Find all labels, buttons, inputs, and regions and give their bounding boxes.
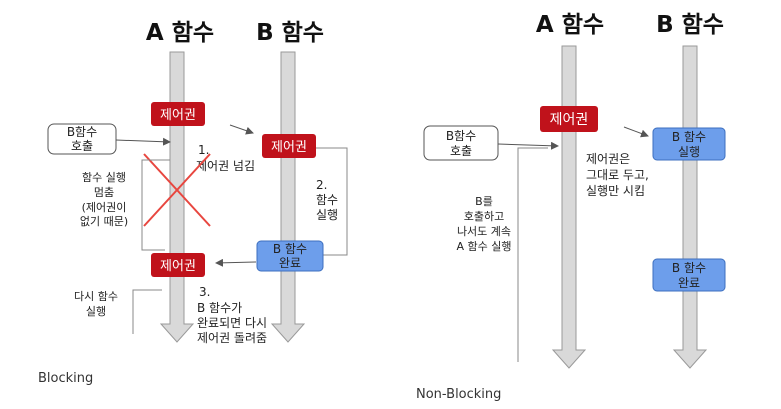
- blocking-paused-line1: 함수 실행: [82, 171, 126, 184]
- blocking-b-exec-bracket: [316, 147, 348, 256]
- nonblocking-b-timeline-arrow: [672, 45, 708, 369]
- blocking-step3-line2: 완료되면 다시: [197, 316, 267, 330]
- blocking-step1-text: 제어권 넘김: [196, 159, 255, 173]
- blocking-pass-arrow: [229, 124, 254, 135]
- nonblocking-control-label: 제어권: [550, 112, 589, 128]
- blocking-step3-line1: B 함수가: [197, 301, 242, 315]
- nonblocking-keep-line2: 그대로 두고,: [586, 168, 649, 182]
- blocking-step3-num: 3.: [199, 285, 210, 299]
- blocking-control-top-label: 제어권: [160, 108, 196, 123]
- blocking-b-done-line1: B 함수: [273, 242, 307, 256]
- blocking-step2-line1: 함수: [316, 193, 338, 207]
- blocking-step3-line3: 제어권 돌려줌: [197, 331, 267, 345]
- blocking-call-b-line1: B함수: [67, 125, 97, 139]
- blocking-a-timeline-arrow: [159, 51, 195, 343]
- blocking-paused-line3: (제어권이: [82, 201, 127, 214]
- nonblocking-func-a-title: A 함수: [536, 12, 604, 38]
- nonblocking-control-box: [540, 106, 598, 132]
- blocking-func-b-title: B 함수: [256, 20, 324, 46]
- blocking-return-arrow: [215, 258, 257, 267]
- blocking-step2-num: 2.: [316, 178, 327, 192]
- nonblocking-after-line2: 호출하고: [464, 209, 504, 223]
- blocking-call-b-line2: 호출: [71, 139, 93, 153]
- blocking-resume-line2: 실행: [86, 305, 106, 318]
- blocking-call-b-arrow: [115, 137, 171, 146]
- nonblocking-call-b-line1: B함수: [446, 129, 476, 143]
- blocking-diagram: A 함수 B 함수 B함수 호출 제어권 제어권 1. 제어권 넘김 2. 함수…: [38, 20, 348, 386]
- blocking-control-b-box: [262, 134, 316, 158]
- blocking-step2-line2: 실행: [316, 207, 338, 222]
- nonblocking-b-done-box: [652, 258, 726, 292]
- blocking-b-done-box: [256, 240, 324, 272]
- blocking-control-top-box: [151, 102, 205, 126]
- blocking-paused-bracket: [141, 159, 170, 251]
- nonblocking-after-line4: A 함수 실행: [457, 240, 512, 253]
- nonblocking-b-done-line2: 완료: [678, 276, 700, 290]
- nonblocking-a-timeline-arrow: [551, 45, 587, 369]
- nonblocking-call-b-arrow: [497, 141, 559, 150]
- nonblocking-call-b-box: [423, 125, 499, 161]
- nonblocking-after-line3: 나서도 계속: [457, 225, 511, 238]
- blocking-paused-line2: 멈춤: [94, 186, 114, 199]
- nonblocking-b-exec-box: [652, 127, 726, 161]
- nonblocking-diagram: A 함수 B 함수 B함수 호출 제어권 B 함수 실행 제어권은 그대로 두고…: [416, 12, 726, 402]
- nonblocking-call-b-line2: 호출: [450, 144, 472, 158]
- blocking-paused-line4: 없기 때문): [80, 215, 128, 228]
- nonblocking-keep-line1: 제어권은: [586, 152, 630, 166]
- nonblocking-b-exec-line2: 실행: [678, 144, 700, 159]
- blocking-control-bottom-box: [151, 253, 205, 277]
- nonblocking-caption: Non-Blocking: [416, 387, 501, 402]
- blocking-b-timeline-arrow: [270, 51, 306, 343]
- blocking-cross-line2: [143, 153, 211, 227]
- nonblocking-func-b-title: B 함수: [656, 12, 724, 38]
- blocking-caption: Blocking: [38, 371, 93, 386]
- blocking-control-b-label: 제어권: [271, 140, 307, 155]
- blocking-resume-line1: 다시 함수: [74, 290, 118, 303]
- blocking-b-done-line2: 완료: [279, 256, 301, 270]
- blocking-control-bottom-label: 제어권: [160, 259, 196, 274]
- nonblocking-after-line1: B를: [475, 195, 493, 208]
- blocking-call-b-box: [47, 123, 117, 155]
- nonblocking-exec-arrow: [623, 126, 649, 138]
- nonblocking-b-exec-line1: B 함수: [672, 130, 706, 144]
- nonblocking-continue-bracket: [517, 147, 548, 362]
- blocking-resume-bracket: [132, 289, 162, 334]
- blocking-func-a-title: A 함수: [146, 20, 214, 46]
- nonblocking-keep-line3: 실행만 시킴: [586, 183, 645, 198]
- blocking-step1-num: 1.: [198, 143, 209, 157]
- nonblocking-b-done-line1: B 함수: [672, 261, 706, 275]
